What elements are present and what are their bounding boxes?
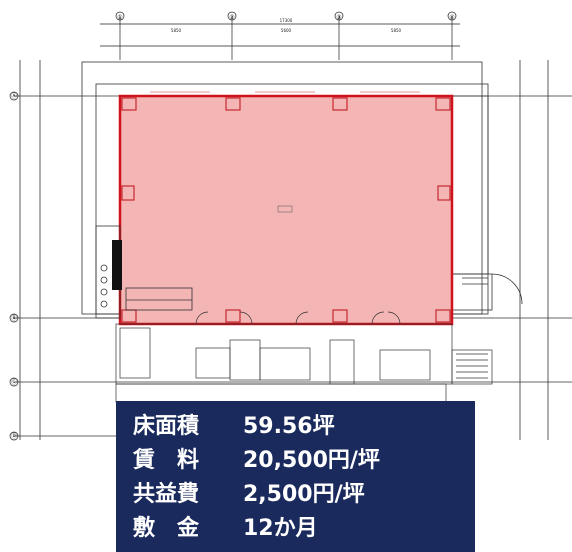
info-row-rent: 賃 料 20,500円/坪 <box>133 441 475 475</box>
common-fee-label: 共益費 <box>133 482 200 507</box>
rent-label: 賃 料 <box>133 448 200 473</box>
grid-row-label: Ⓒ <box>11 378 17 386</box>
left-core <box>95 225 193 319</box>
dim-span-2: 5600 <box>281 28 292 33</box>
dim-span-3: 5850 <box>391 28 402 33</box>
door-swings <box>195 311 401 325</box>
deposit-value: 12か月 <box>243 516 318 541</box>
leased-area <box>118 94 454 326</box>
grid-row-label: Ⓓ <box>11 432 17 440</box>
service-rooms <box>115 323 493 403</box>
grid-column-label: ② <box>229 14 235 21</box>
info-row-floor-area: 床面積 59.56坪 <box>133 407 475 441</box>
grid-column-markers <box>115 11 457 21</box>
grid-column-label: ④ <box>449 14 454 21</box>
grid-column-label: ① <box>117 14 122 21</box>
floor-area-label: 床面積 <box>133 414 200 439</box>
common-fee-value: 2,500円/坪 <box>243 482 365 507</box>
grid-row-markers <box>9 91 19 441</box>
floor-area-value: 59.56坪 <box>243 414 335 439</box>
dim-total: 17300 <box>280 18 293 23</box>
room-label-box <box>277 205 293 213</box>
info-row-common-fee: 共益費 2,500円/坪 <box>133 475 475 509</box>
info-row-deposit: 敷 金 12か月 <box>133 509 475 543</box>
grid-row-label: Ⓑ <box>11 314 17 322</box>
right-wing <box>451 95 523 311</box>
stair-block <box>112 240 122 290</box>
dim-span-1: 5850 <box>171 28 182 33</box>
top-dimensions <box>100 16 460 60</box>
grid-row-label: Ⓐ <box>11 92 17 100</box>
leased-area-columns <box>121 97 451 323</box>
lease-terms-panel: 床面積 59.56坪 賃 料 20,500円/坪 共益費 2,500円/坪 敷 … <box>116 401 475 552</box>
grid-column-label: ③ <box>336 14 341 21</box>
rent-value: 20,500円/坪 <box>243 448 380 473</box>
deposit-label: 敷 金 <box>133 516 200 541</box>
